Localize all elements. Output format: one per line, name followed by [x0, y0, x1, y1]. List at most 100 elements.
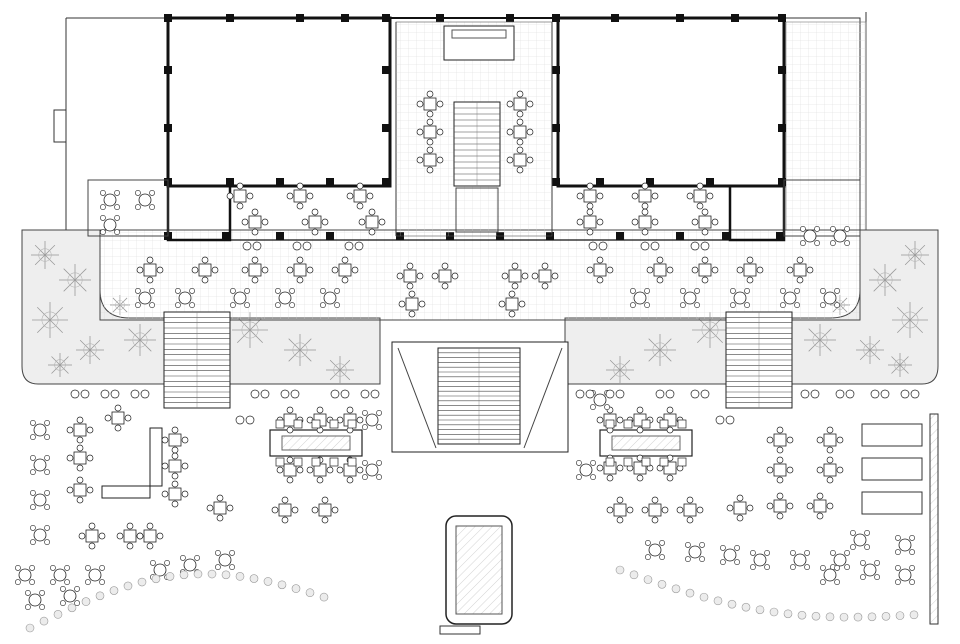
bistro-set [575, 389, 595, 399]
bistro-set [900, 389, 920, 399]
table-4-seat [206, 494, 234, 522]
round-table [820, 288, 840, 308]
banquet-chair [329, 457, 339, 467]
interior-staircase [453, 101, 501, 233]
table-4-seat [736, 256, 764, 284]
banquet-chair [293, 419, 303, 429]
round-table [680, 288, 700, 308]
banquet-chair [311, 419, 321, 429]
table-4-seat [396, 262, 424, 290]
stair-central [391, 341, 569, 453]
table-4-seat [631, 208, 659, 236]
wall-pier [706, 178, 714, 186]
shrub [53, 610, 63, 619]
wall-pier [611, 14, 619, 22]
wall-pier [382, 178, 390, 186]
shrub [25, 623, 35, 633]
table-4-seat [136, 256, 164, 284]
round-table [800, 226, 820, 246]
round-table [576, 460, 596, 480]
shrub [109, 586, 119, 595]
table-4-seat [606, 496, 634, 524]
table-4-seat [766, 426, 794, 454]
hedge-row [25, 565, 919, 633]
table-4-seat [306, 456, 334, 484]
wall-pier [382, 66, 390, 74]
banquet-table-west [269, 429, 363, 457]
shrub [249, 574, 259, 583]
wall-pier [778, 124, 786, 132]
bistro-set [292, 241, 312, 251]
round-table [30, 420, 50, 440]
shrub [853, 612, 863, 622]
round-table [85, 565, 105, 585]
table-4-seat [586, 256, 614, 284]
wall-pier [296, 14, 304, 22]
shrub [291, 584, 301, 593]
round-table [100, 215, 120, 235]
table-4-seat [104, 404, 132, 432]
round-table [215, 550, 235, 570]
shrub [165, 572, 175, 581]
table-4-seat [806, 492, 834, 520]
shrub [811, 611, 821, 621]
wall-pier [676, 14, 684, 22]
banquet-chair [347, 457, 357, 467]
banquet-chair [293, 457, 303, 467]
table-4-seat [766, 492, 794, 520]
table-4-seat [398, 290, 426, 318]
wall-pier [676, 232, 684, 240]
shrub [797, 610, 807, 620]
banquet-chair [659, 419, 669, 429]
table-4-seat [286, 182, 314, 210]
table-4-seat [498, 290, 526, 318]
table-4-seat [241, 256, 269, 284]
shrub [319, 592, 329, 602]
shrub [207, 569, 217, 579]
round-table [275, 288, 295, 308]
table-4-seat [311, 496, 339, 524]
wall-pier [226, 14, 234, 22]
bistro-set [344, 241, 364, 251]
shrub [671, 584, 681, 594]
table-4-seat [506, 146, 534, 174]
round-table [320, 288, 340, 308]
round-table [30, 525, 50, 545]
shrub [179, 570, 189, 580]
shrub [137, 577, 147, 587]
banquet-chair [641, 419, 651, 429]
table-4-seat [691, 208, 719, 236]
table-4-seat [691, 256, 719, 284]
round-table [175, 288, 195, 308]
wall-pier [552, 178, 560, 186]
round-table [362, 460, 382, 480]
wall-pier [552, 124, 560, 132]
bistro-set [655, 389, 675, 399]
pavilion-west [87, 179, 169, 237]
table-4-seat [346, 182, 374, 210]
table-4-seat [331, 256, 359, 284]
banquet-chair [659, 457, 669, 467]
round-table [790, 550, 810, 570]
round-table [30, 455, 50, 475]
round-table [820, 565, 840, 585]
table-4-seat [271, 496, 299, 524]
banquet-chair [677, 457, 687, 467]
shrub [741, 602, 751, 612]
banquet-chair [623, 419, 633, 429]
stair-west [163, 311, 231, 409]
banquet-chair [677, 419, 687, 429]
wall-pier [164, 124, 172, 132]
shrub [277, 580, 287, 590]
wall-pier [778, 178, 786, 186]
banquet-chair [605, 457, 615, 467]
banquet-chair [605, 419, 615, 429]
table-4-seat [626, 454, 654, 482]
shrub [615, 565, 625, 575]
wall-pier [276, 232, 284, 240]
shrub [713, 596, 723, 606]
bistro-set [800, 389, 820, 399]
wall-pier [616, 232, 624, 240]
bistro-set [250, 389, 270, 399]
bistro-set [588, 241, 608, 251]
